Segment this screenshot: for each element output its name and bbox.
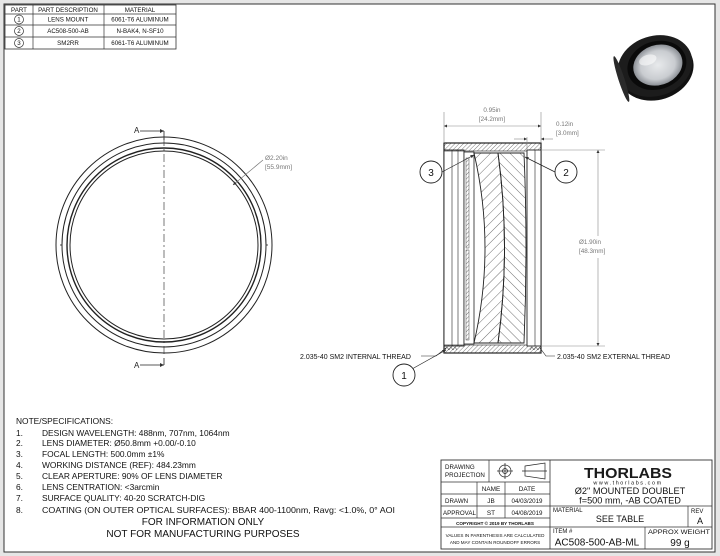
- balloon-1-label: 1: [401, 371, 407, 382]
- title-block: DRAWING PROJECTION NAME DATE DRAWN JB 04…: [440, 459, 713, 550]
- balloon-2: 2: [524, 156, 578, 184]
- thorlabs-website: www.thorlabs.com: [592, 481, 662, 487]
- section-label-top: A: [134, 126, 140, 135]
- parts-row2-material: N-BAK4, N-SF10: [116, 28, 164, 35]
- disclaimer-line-2: AND MAY CONTAIN ROUNDOFF ERRORS: [450, 540, 540, 545]
- section-dim-ret: 0.12in: [556, 121, 574, 128]
- parts-row3-material: 6061-T6 ALUMINUM: [111, 40, 168, 47]
- note-text-3: FOCAL LENGTH: 500.0mm ±1%: [42, 449, 165, 459]
- parts-row1-material: 6061-T6 ALUMINUM: [111, 17, 168, 24]
- note-text-5: CLEAR APERTURE: 90% OF LENS DIAMETER: [42, 471, 222, 481]
- balloon-1: 1: [392, 349, 447, 387]
- parts-header-material: MATERIAL: [125, 7, 156, 14]
- item-label: ITEM #: [553, 529, 573, 535]
- weight-label: APPROX WEIGHT: [648, 529, 710, 536]
- parts-header-part: PART: [11, 7, 27, 14]
- note-text-4: WORKING DISTANCE (REF): 484.23mm: [42, 460, 196, 470]
- notes-title: NOTE/SPECIFICATIONS:: [16, 416, 113, 426]
- note-text-1: DESIGN WAVELENGTH: 488nm, 707nm, 1064nm: [42, 428, 230, 438]
- balloon-3: 3: [419, 154, 475, 184]
- front-view: [55, 129, 273, 367]
- material-label: MATERIAL: [553, 508, 583, 514]
- approval-date: 04/08/2019: [512, 510, 544, 517]
- rev-label: REV: [691, 509, 703, 515]
- note-text-7: SURFACE QUALITY: 40-20 SCRATCH-DIG: [42, 493, 205, 503]
- thorlabs-logo: THORLABS: [584, 465, 672, 482]
- thread-internal-label: 2.035-40 SM2 INTERNAL THREAD: [300, 354, 411, 361]
- section-dim-width: 0.95in: [483, 107, 501, 114]
- note-num-5: 5.: [16, 471, 23, 481]
- projection-label-1: DRAWING: [445, 464, 475, 471]
- balloon-2-label: 2: [563, 168, 569, 179]
- drawing-title-line-2: f=500 mm, -AB COATED: [579, 496, 681, 506]
- projection-label-2: PROJECTION: [445, 472, 485, 479]
- parts-row3-description: SM2RR: [57, 40, 79, 47]
- note-text-2: LENS DIAMETER: Ø50.8mm +0.00/-0.10: [42, 438, 196, 448]
- note-num-6: 6.: [16, 482, 23, 492]
- copyright-text: COPYRIGHT © 2019 BY THORLABS: [456, 520, 534, 526]
- front-dim-diameter-mm: [55.9mm]: [265, 164, 292, 171]
- notes-block: NOTE/SPECIFICATIONS: 1. DESIGN WAVELENGT…: [16, 416, 395, 540]
- parts-row2-description: AC508-500-AB: [47, 28, 89, 35]
- note-text-6: LENS CENTRATION: <3arcmin: [42, 482, 160, 492]
- balloon-3-label: 3: [428, 168, 434, 179]
- section-view: [443, 142, 542, 354]
- item-value: AC508-500-AB-ML: [555, 538, 640, 549]
- rev-value: A: [697, 516, 703, 526]
- parts-header-description: PART DESCRIPTION: [38, 7, 98, 14]
- drawn-label: DRAWN: [445, 498, 468, 505]
- disclaimer-line-1: VALUES IN PARENTHESIS ARE CALCULATED: [446, 533, 545, 538]
- section-label-bottom: A: [134, 361, 140, 370]
- note-num-7: 7.: [16, 493, 23, 503]
- thread-external-label: 2.035-40 SM2 EXTERNAL THREAD: [557, 354, 670, 361]
- approval-name: ST: [487, 510, 495, 517]
- parts-row1-description: LENS MOUNT: [48, 17, 89, 24]
- section-dim-height-mm: [48.3mm]: [579, 248, 605, 255]
- weight-value: 99 g: [670, 538, 689, 549]
- projection-symbol-icon: [497, 462, 547, 480]
- note-num-3: 3.: [16, 449, 23, 459]
- title-col-date: DATE: [519, 486, 536, 493]
- note-num-2: 2.: [16, 438, 23, 448]
- front-dim-diameter: Ø2.20in: [265, 155, 288, 162]
- drawn-date: 04/03/2019: [512, 498, 544, 505]
- parts-row3-part: 3: [17, 40, 21, 47]
- drawn-name: JB: [487, 498, 494, 505]
- info-line-1: FOR INFORMATION ONLY: [142, 517, 265, 528]
- title-col-name: NAME: [482, 486, 500, 493]
- parts-row1-part: 1: [17, 17, 21, 24]
- material-value: SEE TABLE: [596, 514, 644, 524]
- note-text-8: COATING (ON OUTER OPTICAL SURFACES): BBA…: [42, 505, 395, 515]
- product-render-image: [613, 35, 694, 102]
- info-line-2: NOT FOR MANUFACTURING PURPOSES: [106, 529, 299, 540]
- note-num-8: 8.: [16, 505, 23, 515]
- parts-row2-part: 2: [17, 28, 21, 35]
- note-num-4: 4.: [16, 460, 23, 470]
- note-num-1: 1.: [16, 428, 23, 438]
- section-dim-width-mm: [24.2mm]: [479, 116, 505, 123]
- thread-leaders: [421, 347, 555, 357]
- section-dim-height: Ø1.90in: [579, 239, 602, 246]
- approval-label: APPROVAL: [443, 510, 476, 517]
- parts-table: PART PART DESCRIPTION MATERIAL 1 LENS MO…: [4, 4, 177, 50]
- section-dim-ret-mm: [3.0mm]: [556, 130, 579, 137]
- drawing-title-line-1: Ø2" MOUNTED DOUBLET: [575, 486, 686, 496]
